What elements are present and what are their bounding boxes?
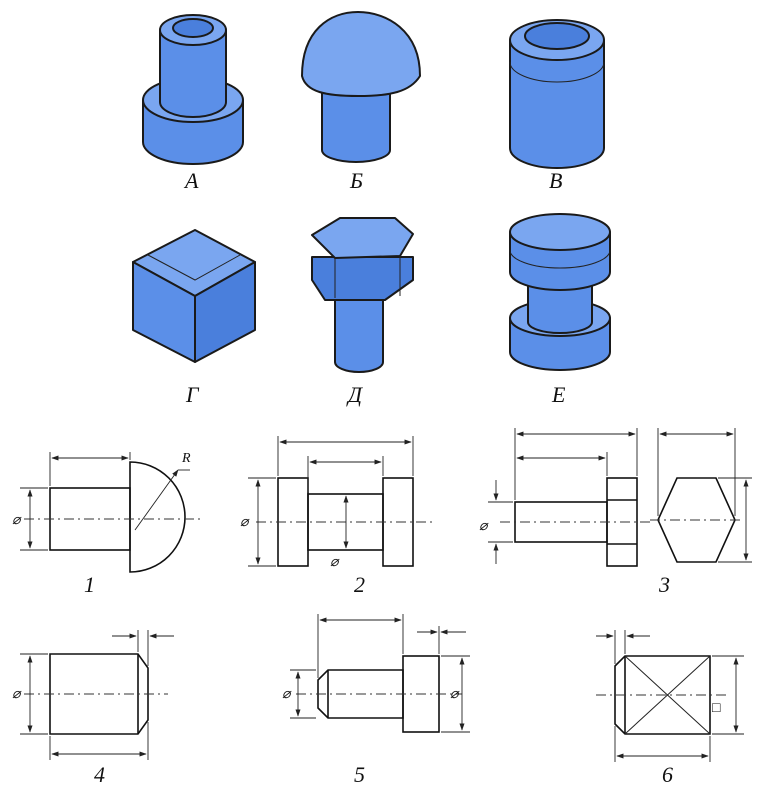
solid-v (509, 19, 605, 169)
diameter-sign: ⌀ (479, 519, 489, 534)
label-b: Б (349, 168, 363, 193)
number-2: 2 (354, 572, 365, 597)
drawing-3: ⌀ (479, 428, 752, 567)
drawing-6: □ (596, 630, 744, 762)
drawing-2: ⌀ ⌀ (240, 436, 436, 570)
label-g: Г (185, 382, 200, 407)
number-5: 5 (354, 762, 365, 787)
diameter-sign: ⌀ (12, 687, 22, 702)
label-a: А (183, 168, 199, 193)
diameter-sign: ⌀ (240, 515, 250, 530)
number-3: 3 (658, 572, 670, 597)
number-1: 1 (84, 572, 95, 597)
drawing-1: ⌀ R (12, 451, 200, 573)
label-d: Д (346, 382, 363, 407)
diameter-sign: ⌀ (282, 687, 292, 702)
diameter-sign: ⌀ (450, 687, 460, 702)
solid-e (509, 213, 611, 371)
diameter-sign: ⌀ (330, 555, 340, 570)
number-6: 6 (662, 762, 673, 787)
drawing-5: ⌀ ⌀ (282, 614, 470, 733)
solid-g (132, 229, 256, 363)
number-4: 4 (94, 762, 105, 787)
drawing-4: ⌀ (12, 630, 174, 760)
solid-b (301, 11, 421, 163)
square-sign: □ (712, 701, 721, 716)
label-e: Е (551, 382, 566, 407)
solid-a (142, 14, 244, 165)
label-v: В (549, 168, 562, 193)
diameter-sign: ⌀ (12, 513, 22, 528)
radius-label: R (181, 451, 191, 466)
solid-d (311, 217, 414, 373)
